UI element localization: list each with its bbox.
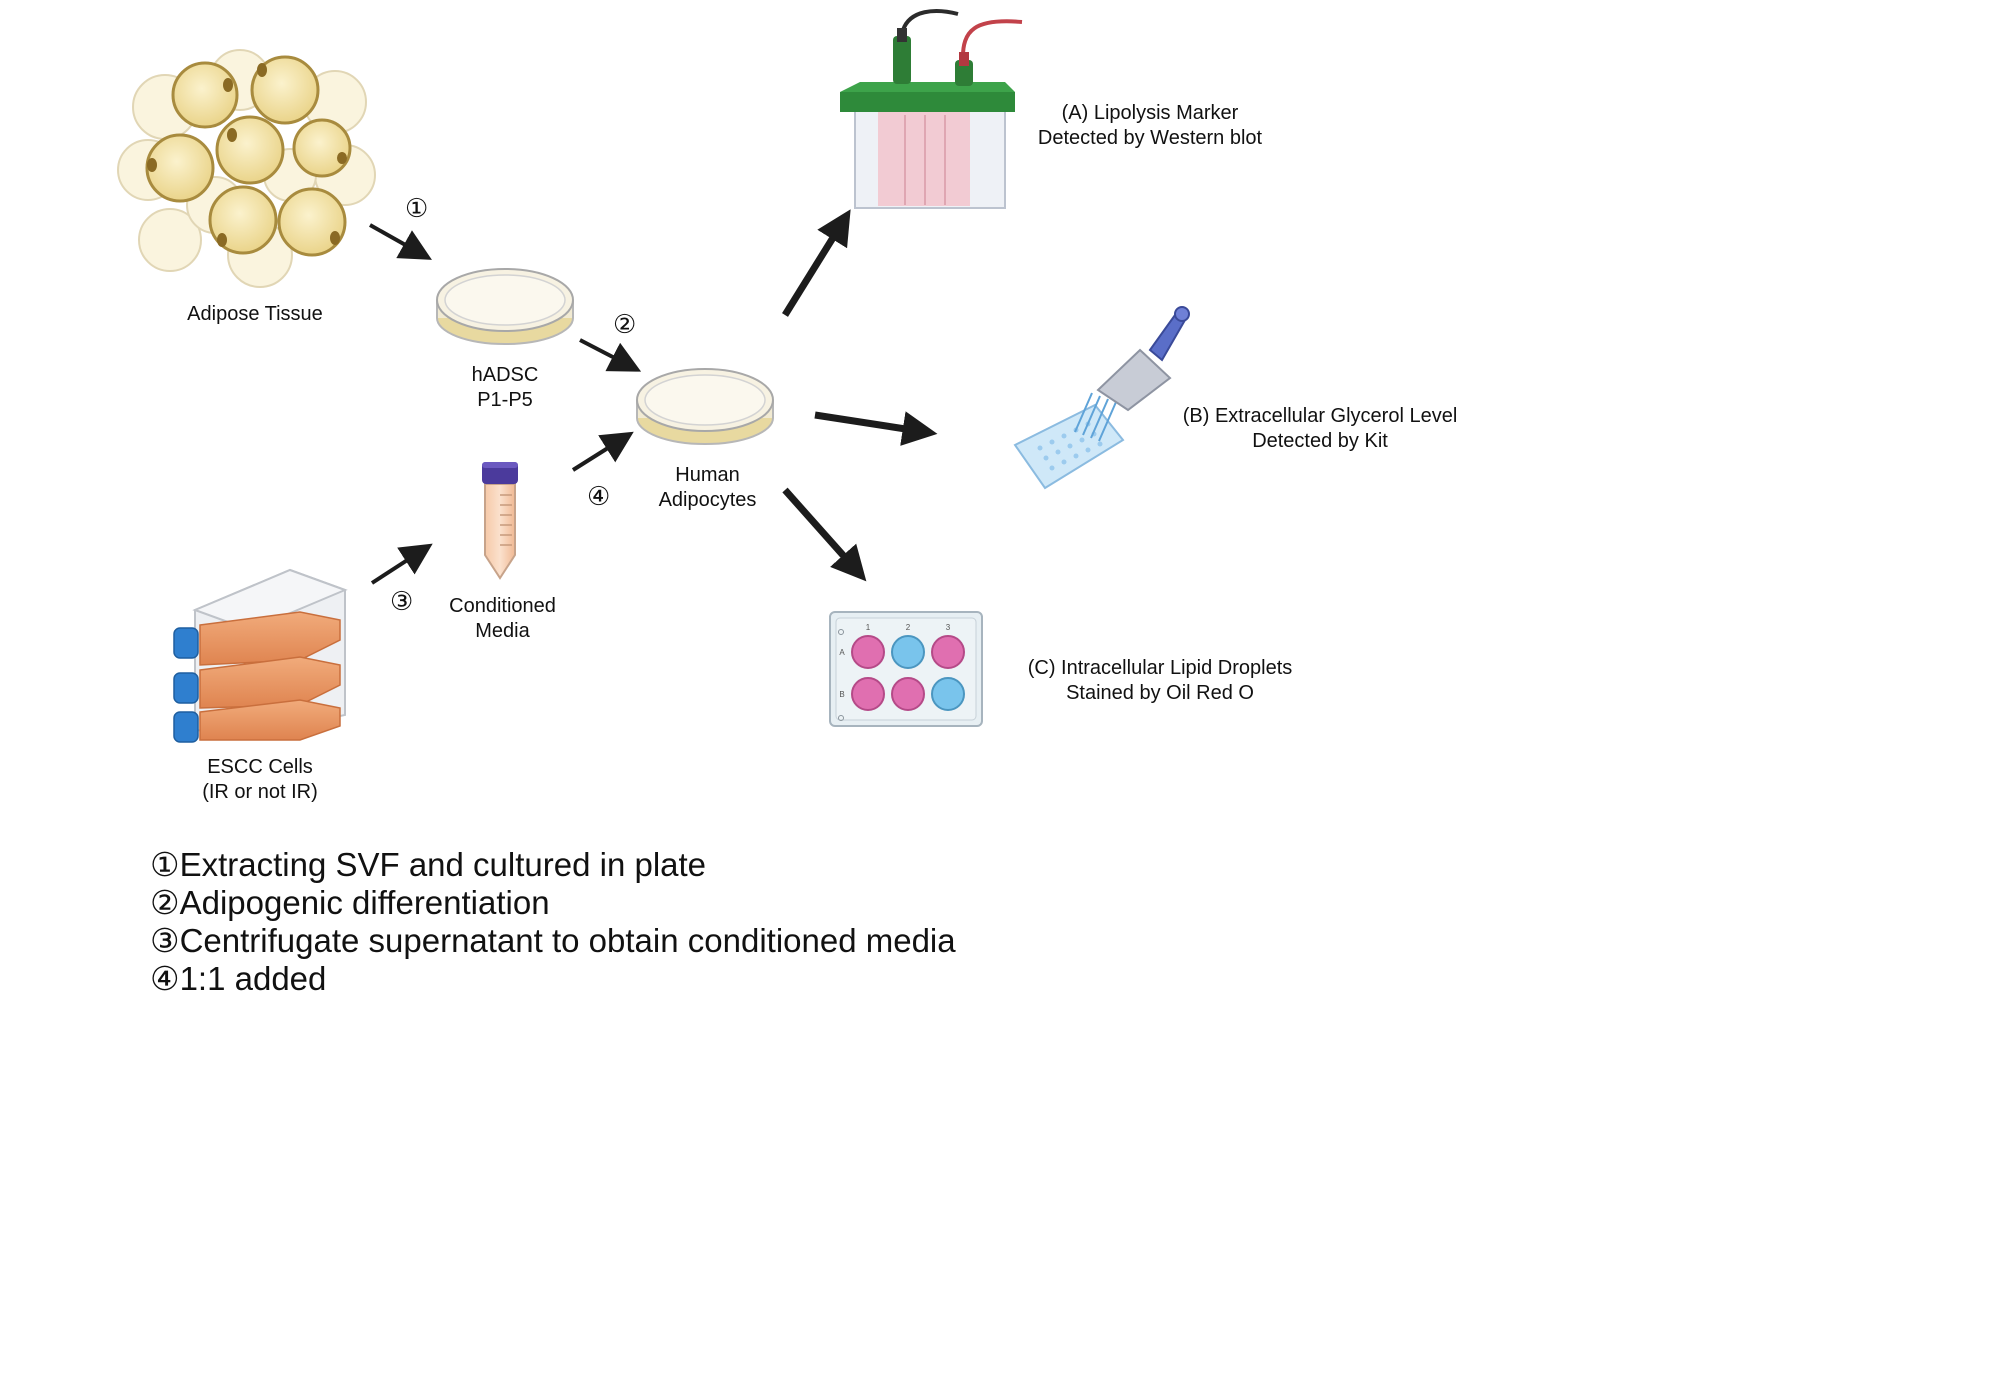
adipocytes-petri-dish-icon bbox=[636, 368, 774, 445]
pipette-plate-icon bbox=[1013, 306, 1190, 490]
step-marker-4: ④ bbox=[587, 481, 611, 511]
hadsc-petri-dish-icon bbox=[436, 268, 574, 345]
lipid-droplets-label: (C) Intracellular Lipid Droplets Stained… bbox=[1000, 656, 1320, 706]
step-marker-3: ③ bbox=[390, 586, 414, 616]
plate-row-a: A bbox=[839, 648, 845, 657]
adipose-tissue-icon bbox=[117, 49, 376, 288]
conditioned-media-tube-icon bbox=[482, 462, 518, 580]
arrow-to-western-blot bbox=[782, 209, 851, 317]
hadsc-label: hADSC P1-P5 bbox=[445, 363, 565, 413]
human-adipocytes-label: Human Adipocytes bbox=[640, 463, 775, 513]
hadsc-label-line2: P1-P5 bbox=[477, 389, 533, 411]
arrow-to-glycerol-kit bbox=[814, 411, 938, 446]
lipolysis-marker-label: (A) Lipolysis Marker Detected by Western… bbox=[1010, 101, 1290, 151]
plate-col-3: 3 bbox=[946, 623, 951, 632]
plate-col-1: 1 bbox=[866, 623, 871, 632]
six-well-plate-icon: 1 2 3 A B bbox=[829, 611, 983, 727]
lipolysis-marker-label-line1: (A) Lipolysis Marker bbox=[1061, 102, 1239, 124]
glycerol-level-label: (B) Extracellular Glycerol Level Detecte… bbox=[1150, 404, 1490, 454]
conditioned-media-label-line2: Media bbox=[475, 620, 530, 642]
step-marker-2: ② bbox=[613, 309, 637, 339]
western-blot-tank-icon bbox=[840, 9, 1023, 209]
glycerol-level-label-line2: Detected by Kit bbox=[1252, 430, 1388, 452]
lipolysis-marker-label-line2: Detected by Western blot bbox=[1037, 127, 1263, 149]
hadsc-label-line1: hADSC bbox=[471, 364, 539, 386]
steps-legend: ①Extracting SVF and cultured in plate ②A… bbox=[150, 846, 956, 998]
legend-step-4: ④1:1 added bbox=[150, 960, 327, 997]
escc-cells-label: ESCC Cells (IR or not IR) bbox=[180, 755, 340, 805]
arrow-step-1 bbox=[369, 223, 432, 260]
escc-cells-label-line2: (IR or not IR) bbox=[202, 781, 318, 803]
lipid-droplets-label-line1: (C) Intracellular Lipid Droplets bbox=[1027, 657, 1293, 679]
human-adipocytes-label-line1: Human bbox=[675, 464, 740, 486]
arrow-to-oil-red-o bbox=[782, 487, 867, 582]
step-marker-1: ① bbox=[405, 193, 429, 223]
legend-step-2: ②Adipogenic differentiation bbox=[150, 884, 550, 921]
adipose-tissue-label-text: Adipose Tissue bbox=[187, 303, 323, 325]
conditioned-media-label-line1: Conditioned bbox=[449, 595, 556, 617]
human-adipocytes-label-line2: Adipocytes bbox=[658, 489, 757, 511]
legend-step-3: ③Centrifugate supernatant to obtain cond… bbox=[150, 922, 956, 959]
plate-row-b: B bbox=[839, 690, 844, 699]
arrow-step-4 bbox=[571, 431, 634, 472]
adipose-tissue-label: Adipose Tissue bbox=[155, 302, 355, 327]
conditioned-media-label: Conditioned Media bbox=[430, 594, 575, 644]
legend-step-1: ①Extracting SVF and cultured in plate bbox=[150, 846, 707, 883]
escc-cells-label-line1: ESCC Cells bbox=[207, 756, 313, 778]
glycerol-level-label-line1: (B) Extracellular Glycerol Level bbox=[1182, 405, 1458, 427]
arrow-step-2 bbox=[579, 338, 642, 372]
escc-flasks-icon bbox=[173, 568, 348, 743]
plate-col-2: 2 bbox=[906, 623, 911, 632]
lipid-droplets-label-line2: Stained by Oil Red O bbox=[1066, 682, 1254, 704]
arrow-step-3 bbox=[370, 543, 433, 585]
